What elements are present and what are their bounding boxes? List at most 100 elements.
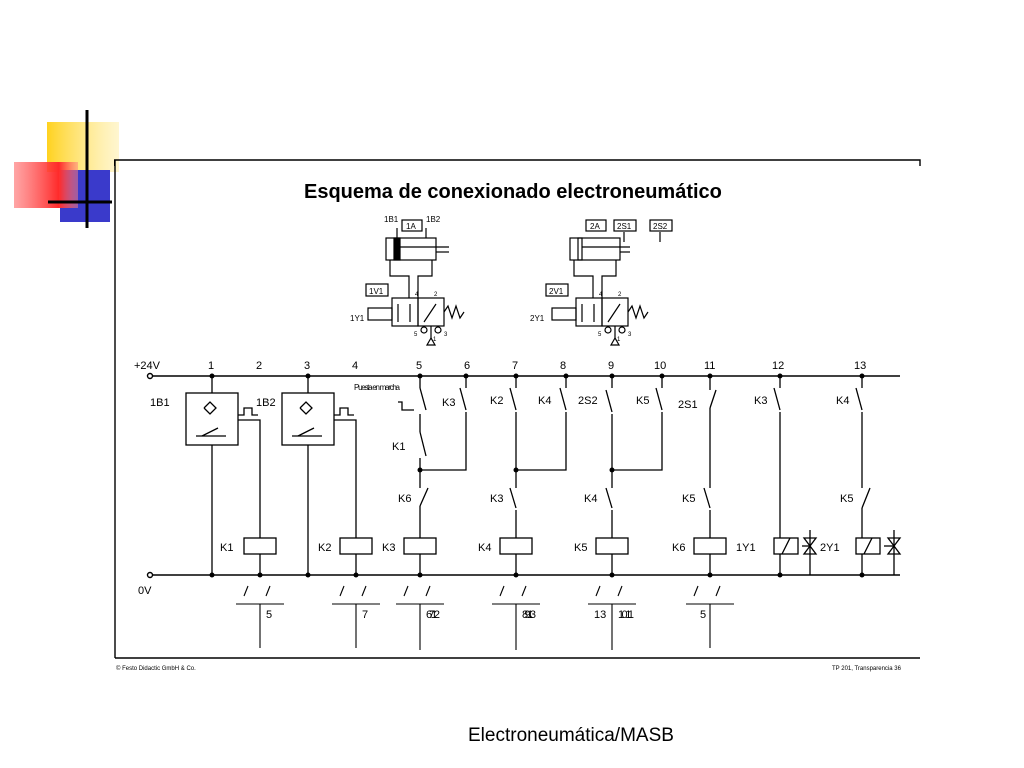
circuit-wiring — [185, 376, 902, 575]
xref-tick-11b — [715, 585, 721, 597]
pneumatic-group-2 — [545, 219, 673, 346]
sensor-1b1-contact — [201, 427, 219, 437]
junction-dot — [859, 572, 865, 578]
label-k3-6: K3 — [442, 397, 455, 409]
label-1b1: 1B1 — [384, 215, 399, 224]
valve-1v1-source — [425, 336, 437, 346]
path-number: 3 — [304, 360, 310, 372]
xref-tick-4a — [339, 585, 345, 597]
valve-1v1-left — [391, 297, 419, 327]
label-k1-5: K1 — [392, 441, 405, 453]
junction-dot — [777, 572, 783, 578]
sensor-1b2-box — [281, 392, 335, 446]
cylinder-1a — [385, 237, 437, 261]
switch-2s1-11 — [709, 389, 717, 409]
solenoid-coil-2y1-slash — [863, 537, 873, 555]
switch-k4-13 — [855, 387, 863, 411]
valve-1-port-3-label: 3 — [444, 332, 448, 338]
junction-dot — [463, 373, 469, 379]
switch-start — [419, 387, 427, 411]
copyright: © Festo Didactic GmbH & Co. — [116, 665, 196, 672]
wire-10-b — [612, 412, 663, 471]
path-number: 5 — [416, 360, 422, 372]
xref-tick-11a — [693, 585, 699, 597]
rail-zero-label: 0V — [138, 585, 152, 597]
junction-dot — [513, 572, 519, 578]
rail-plus-terminal — [146, 372, 154, 380]
valve-1-port-4: 4 — [415, 292, 419, 298]
junction-dot — [777, 373, 783, 379]
valve-2v1-spring — [627, 304, 649, 320]
path-number: 13 — [854, 360, 866, 372]
xref-path-4: 7 — [362, 609, 368, 621]
xref-tick-5a — [403, 585, 409, 597]
label-box-1v1 — [365, 283, 389, 297]
switch-k4-8 — [559, 387, 567, 411]
cylinder-1a-piston — [393, 237, 401, 261]
junction-dot — [609, 467, 615, 473]
junction-dot — [305, 572, 311, 578]
valve-1-port-5-label: 5 — [414, 332, 418, 338]
junction-dot — [513, 373, 519, 379]
label-k5-11: K5 — [682, 493, 695, 505]
pipe-1-a — [389, 260, 410, 298]
solenoid-coil-1y1-slash — [781, 537, 791, 555]
path-number: 1 — [208, 360, 214, 372]
label-k4-9: K4 — [584, 493, 597, 505]
valve-2v1-port-5 — [604, 326, 612, 334]
junction-dot — [417, 467, 423, 473]
valve-2-port-5-label: 5 — [598, 332, 602, 338]
junction-dot — [257, 572, 263, 578]
sensor-1b2-symbol — [299, 401, 313, 415]
junction-dot — [305, 373, 311, 379]
rail-plus-label: +24V — [134, 360, 161, 372]
sensor-1b1-box — [185, 392, 239, 446]
rail-zero-terminal — [146, 571, 154, 579]
wire-6-b — [420, 412, 467, 471]
label-coil-k6: K6 — [672, 542, 685, 554]
xref-path-7: 8 9 13 — [522, 609, 536, 621]
xref-tick-5b — [425, 585, 431, 597]
label-k4-8: K4 — [538, 395, 551, 407]
valve-1-port-2: 2 — [434, 292, 438, 298]
path-number: 9 — [608, 360, 614, 372]
sensor-1b2-contact — [297, 427, 315, 437]
label-sensor-1b1: 1B1 — [150, 397, 170, 409]
switch-k5-13 — [861, 487, 871, 509]
xref-path-9-left: 13 — [594, 609, 606, 621]
valve-2-port-2: 2 — [618, 292, 622, 298]
xref-tick-2a — [243, 585, 249, 597]
switch-k5-11 — [703, 487, 711, 509]
valve-1v1-port-3 — [434, 326, 442, 334]
label-k3-12: K3 — [754, 395, 767, 407]
valve-2-port-4: 4 — [599, 292, 603, 298]
switch-k3-12 — [773, 387, 781, 411]
xref-path-2: 5 — [266, 609, 272, 621]
pipe-1-b — [417, 260, 433, 298]
relay-coil-k5 — [595, 537, 629, 555]
path-number: 11 — [704, 360, 715, 372]
label-1a: 1A — [406, 222, 416, 231]
cylinder-2a-piston — [577, 237, 583, 261]
valve-2v1-left — [575, 297, 603, 327]
switch-k4-9 — [605, 487, 613, 509]
label-coil-2y1: 2Y1 — [820, 542, 840, 554]
solenoid-coil-2y1 — [855, 537, 881, 555]
valve-2-port-3-label: 3 — [628, 332, 632, 338]
xref-path-5: 6 7 12 — [426, 609, 440, 621]
xref-path-11: 5 — [700, 609, 706, 621]
junction-dot — [353, 572, 359, 578]
switch-k3-6 — [459, 387, 467, 411]
wire-4 — [334, 419, 357, 538]
relay-coil-k6 — [693, 537, 727, 555]
start-button-actuator — [398, 401, 414, 411]
xref-path-9-right: 10 11 — [618, 609, 634, 621]
label-2v1: 2V1 — [549, 287, 564, 296]
pipe-2-b — [601, 260, 617, 298]
valve-2v1-port-3 — [618, 326, 626, 334]
label-coil-k1: K1 — [220, 542, 233, 554]
path-number: 6 — [464, 360, 470, 372]
label-2s2: 2S2 — [578, 395, 598, 407]
xref-tick-4b — [361, 585, 367, 597]
slide-footer: Electroneumática/MASB — [468, 725, 674, 746]
